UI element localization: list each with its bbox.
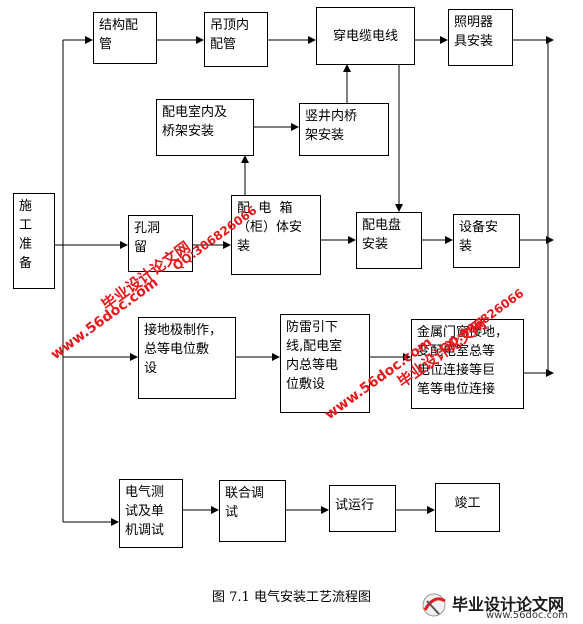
step-equipment-install: 设备安 装	[453, 214, 520, 268]
step-lighting-install: 照明器 具安装	[448, 9, 513, 66]
step-box-cabinet-install: 配 电 箱 （柜）体安 装	[231, 195, 321, 275]
step-trial-run: 试运行	[329, 485, 396, 532]
step-window-bonding: 金属门窗接地， 变配电室总等 电位连接等巨 笔等电位连接	[411, 319, 524, 409]
step-completion: 竣工	[435, 483, 500, 532]
step-shaft-tray-install: 竖井内桥 架安装	[299, 103, 389, 156]
step-electrical-test: 电气测 试及单 机调试	[119, 479, 183, 548]
logo-url: www.56doc.com	[486, 610, 569, 621]
figure-caption: 图 7.1 电气安装工艺流程图	[212, 590, 371, 605]
logo-emblem-icon	[422, 593, 446, 617]
step-cable-threading: 穿电缆电线	[316, 7, 415, 65]
step-joint-commissioning: 联合调 试	[219, 480, 286, 542]
logo-title: 毕业设计论文网	[452, 595, 565, 614]
step-ceiling-conduit: 吊顶内 配管	[204, 12, 268, 67]
step-room-tray-install: 配电室内及 桥架安装	[156, 99, 254, 156]
step-panel-install: 配电盘 安装	[356, 212, 422, 269]
step-grounding: 接地极制作， 总等电位敷 设	[138, 317, 236, 399]
step-hole-embed: 孔洞 留	[128, 215, 193, 272]
step-structure-conduit: 结构配 管	[93, 12, 157, 64]
site-logo: 毕业设计论文网 www.56doc.com	[418, 590, 578, 622]
step-lightning-protection: 防雷引下 线,配电室 内总等电 位敷设	[280, 314, 370, 413]
step-construction-prep: 施 工 准 备	[13, 193, 55, 289]
